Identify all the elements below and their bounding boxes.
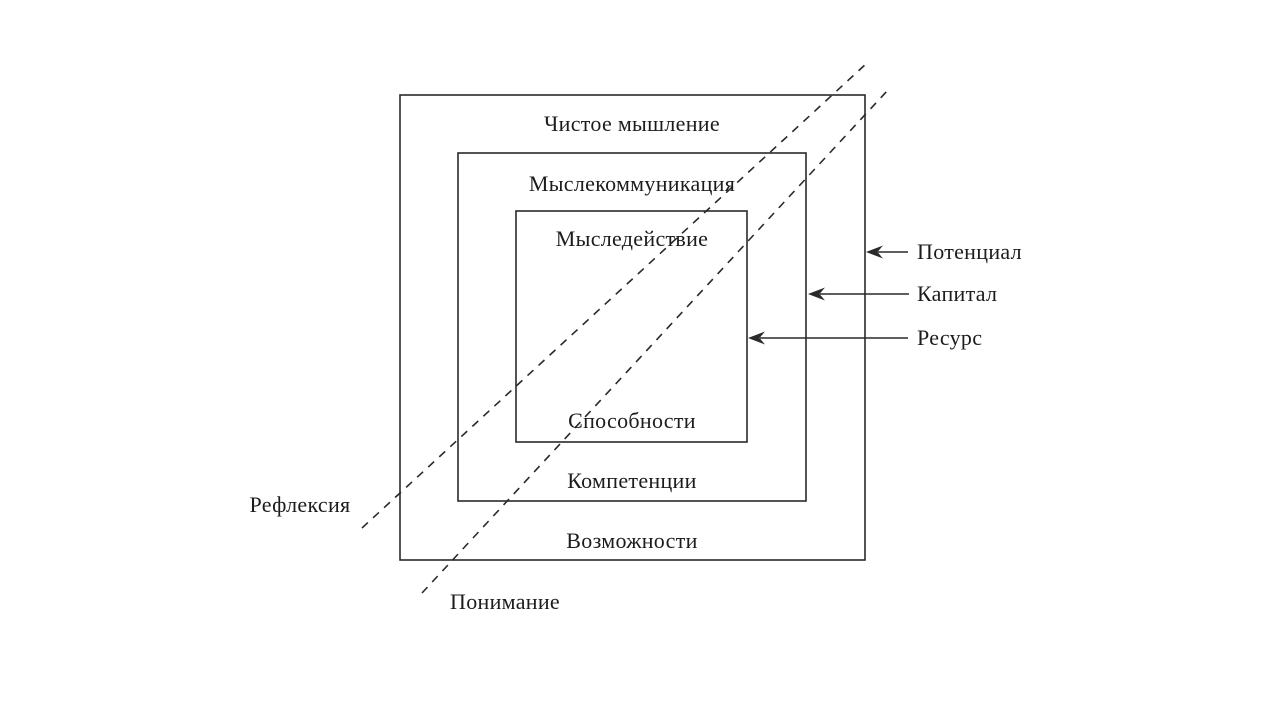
- understanding-label: Понимание: [450, 589, 560, 614]
- capital-label: Капитал: [917, 281, 998, 306]
- inner-rect-top-label: Мыследействие: [555, 226, 709, 251]
- capital-arrowhead-icon: [808, 287, 825, 301]
- middle-rectangle: [457, 152, 807, 502]
- outer-rect-bottom-label: Возможности: [566, 528, 698, 553]
- reflection-dashed-line: [361, 62, 868, 529]
- understanding-dashed-line: [421, 89, 889, 594]
- inner-rect-bottom-label: Способности: [568, 408, 696, 433]
- reflection-label: Рефлексия: [249, 492, 351, 517]
- middle-rect-top-label: Мыслекоммуникация: [528, 171, 736, 196]
- middle-rect-bottom-label: Компетенции: [567, 468, 697, 493]
- outer-rectangle: [399, 94, 866, 561]
- potential-arrowhead-icon: [866, 245, 883, 259]
- resource-arrowhead-icon: [748, 331, 765, 345]
- potential-label: Потенциал: [917, 239, 1022, 264]
- outer-rect-top-label: Чистое мышление: [544, 111, 720, 136]
- resource-label: Ресурс: [917, 325, 983, 350]
- inner-rectangle: [515, 210, 748, 443]
